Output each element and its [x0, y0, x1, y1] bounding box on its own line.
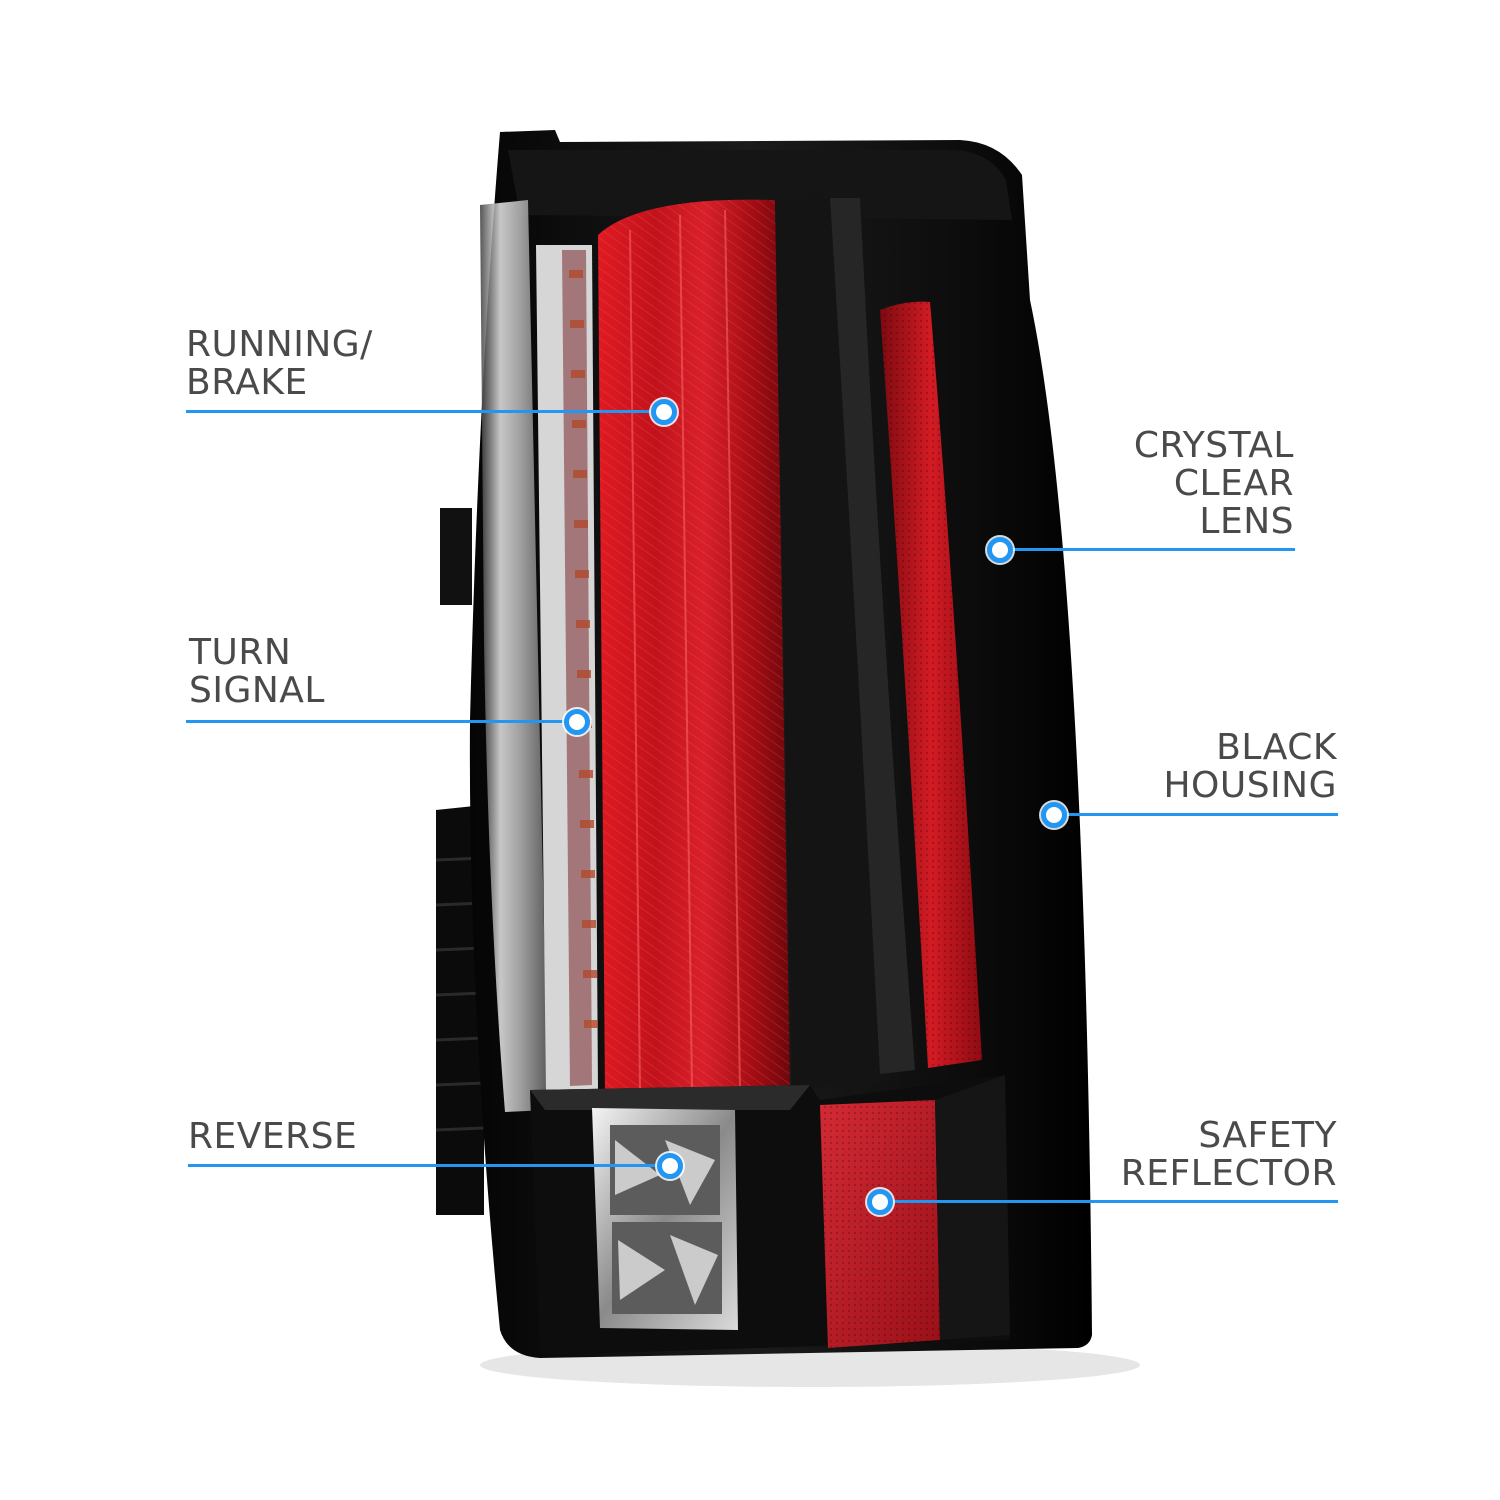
label-reverse: REVERSE: [188, 1118, 357, 1156]
mounting-tab-upper: [440, 508, 472, 605]
label-black-housing-line2: HOUSING: [1163, 765, 1337, 806]
housing-top-rim: [508, 150, 1012, 220]
dot-turn-signal: [564, 709, 590, 735]
label-running-brake: RUNNING/ BRAKE: [186, 326, 373, 402]
center-divider-highlight: [830, 198, 915, 1074]
turn-signal-leds: [569, 270, 598, 1028]
label-turn-signal-line2: SIGNAL: [189, 670, 325, 711]
dot-safety-reflector: [867, 1189, 893, 1215]
label-black-housing: BLACK HOUSING: [1163, 729, 1337, 805]
leader-black-housing: [1054, 813, 1338, 816]
dot-black-housing: [1041, 802, 1067, 828]
label-safety-reflector-line1: SAFETY: [1198, 1115, 1337, 1156]
reverse-lamp-reflector-facets: [615, 1140, 718, 1305]
running-brake-texture: [598, 199, 790, 1095]
leader-safety-reflector: [880, 1200, 1338, 1203]
mounting-bracket-lower: [436, 805, 484, 1215]
dot-crystal-clear-lens: [987, 537, 1013, 563]
leader-turn-signal: [186, 720, 576, 723]
leader-running-brake: [186, 410, 664, 413]
label-safety-reflector-line2: REFLECTOR: [1120, 1153, 1337, 1194]
reflector-side-wall: [935, 1075, 1010, 1340]
center-divider: [775, 198, 890, 1090]
label-crystal-clear-lens: CRYSTAL CLEAR LENS: [1134, 427, 1294, 541]
label-running-brake-line2: BRAKE: [186, 362, 308, 403]
clear-lens-edge: [480, 200, 548, 1112]
label-crystal-clear-lens-line3: LENS: [1199, 501, 1294, 542]
running-brake-light-guides: [629, 209, 741, 1091]
label-turn-signal-line1: TURN: [189, 632, 292, 673]
label-turn-signal: TURN SIGNAL: [189, 634, 325, 710]
red-side-strip-texture: [880, 301, 982, 1069]
safety-reflector-texture: [820, 1100, 940, 1348]
leader-crystal-clear-lens: [1000, 548, 1295, 551]
leader-reverse: [188, 1164, 670, 1167]
label-black-housing-line1: BLACK: [1216, 727, 1337, 768]
label-crystal-clear-lens-line2: CLEAR: [1173, 463, 1294, 504]
label-reverse-line1: REVERSE: [188, 1116, 358, 1157]
dot-reverse: [657, 1153, 683, 1179]
dot-running-brake: [651, 399, 677, 425]
label-crystal-clear-lens-line1: CRYSTAL: [1133, 425, 1294, 466]
label-running-brake-line1: RUNNING/: [186, 324, 373, 365]
lower-housing-edge: [530, 1085, 810, 1110]
label-safety-reflector: SAFETY REFLECTOR: [1121, 1117, 1337, 1193]
